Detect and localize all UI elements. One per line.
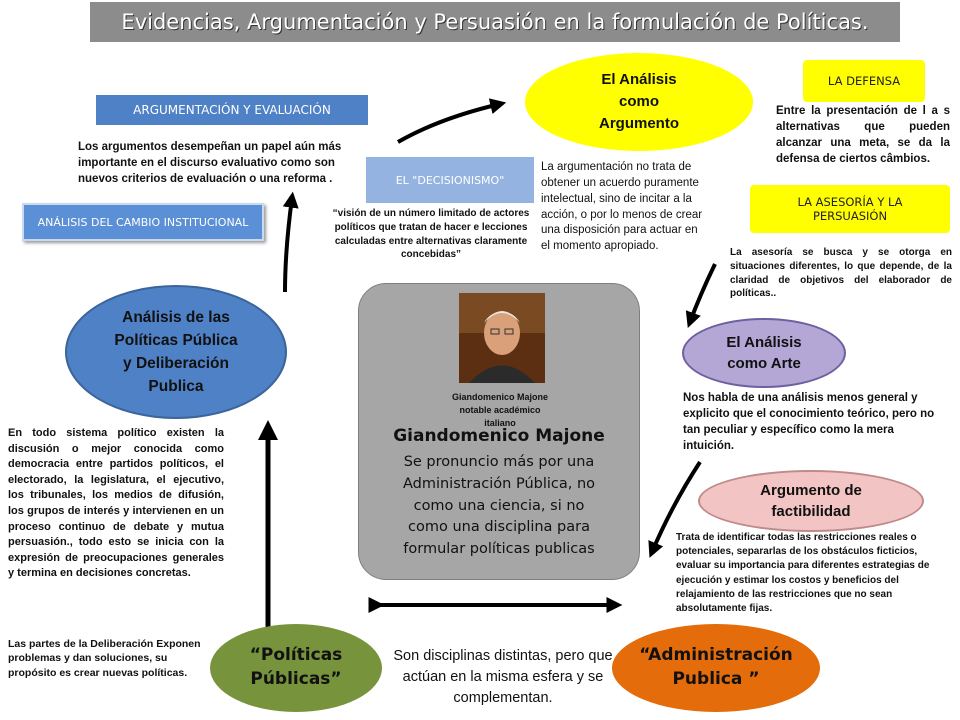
majone-caption-line: notable académico	[459, 405, 541, 416]
argumentacion-text: Los argumentos desempeñan un papel aún m…	[78, 141, 342, 185]
majone-photo	[459, 293, 545, 383]
analisis-politicas-line: Publica	[148, 378, 204, 396]
argumento-text: La argumentación no trata de obtener un …	[541, 161, 703, 253]
majone-caption: Giandomenico Majone notable académico it…	[420, 391, 580, 430]
cambio-institucional-label: ANÁLISIS DEL CAMBIO INSTITUCIONAL	[22, 203, 264, 241]
arrow-to-factibilidad-column	[648, 460, 702, 558]
decisionismo-label: EL "DECISIONISMO"	[366, 157, 534, 203]
arte-line: como Arte	[727, 355, 801, 372]
page-title: Evidencias, Argumentación y Persuasión e…	[90, 2, 900, 42]
arrow-to-argumentacion	[282, 191, 299, 293]
argumento-ellipse: El Análisis como Argumento	[525, 53, 753, 151]
factibilidad-text: Trata de identificar todas las restricci…	[676, 532, 930, 614]
politicas-line: Públicas”	[250, 669, 342, 689]
argumento-line: como	[618, 93, 659, 111]
defensa-label: LA DEFENSA	[803, 60, 925, 102]
asesoria-label: LA ASESORÍA Y LA PERSUASIÓN	[750, 185, 950, 233]
administracion-line: Publica ”	[672, 669, 760, 689]
arte-ellipse: El Análisis como Arte	[682, 318, 846, 388]
deliberacion-text: En todo sistema político existen la disc…	[8, 427, 224, 580]
arrow-to-arte	[685, 263, 717, 329]
majone-caption-line: italiano	[484, 418, 516, 429]
factibilidad-line: factibilidad	[771, 503, 851, 520]
majone-name: Giandomenico Majone	[393, 426, 605, 446]
decisionismo-text: “visión de un número limitado de actores…	[332, 208, 530, 261]
partes-text: Las partes de la Deliberación Exponen pr…	[8, 638, 201, 679]
arrow-to-argumento	[397, 98, 507, 144]
asesoria-text: La asesoría se busca y se otorga en situ…	[730, 247, 952, 300]
administracion-ellipse: “Administración Publica ”	[612, 624, 820, 712]
disciplinas-text: Son disciplinas distintas, pero que actú…	[393, 648, 613, 707]
politicas-line: “Políticas	[249, 645, 343, 666]
majone-caption-line: Giandomenico Majone	[451, 392, 548, 402]
argumentacion-label: ARGUMENTACIÓN Y EVALUACIÓN	[96, 95, 368, 125]
administracion-line: “Administración	[639, 645, 793, 666]
defensa-text: Entre la presentación de l a s alternati…	[776, 105, 950, 165]
analisis-politicas-ellipse: Análisis de las Políticas Pública y Deli…	[65, 285, 287, 419]
arte-line: El Análisis	[726, 334, 802, 351]
analisis-politicas-line: y Deliberación	[123, 355, 229, 372]
analisis-politicas-line: Análisis de las	[122, 308, 230, 326]
arte-text: Nos habla de una análisis menos general …	[683, 392, 935, 453]
argumento-line: El Análisis	[601, 71, 677, 89]
majone-body: Se pronuncio más por una Administración …	[402, 454, 596, 557]
analisis-politicas-line: Políticas Pública	[114, 331, 238, 349]
argumento-line: Argumento	[599, 114, 679, 132]
politicas-ellipse: “Políticas Públicas”	[210, 624, 382, 712]
factibilidad-ellipse: Argumento de factibilidad	[698, 470, 924, 532]
factibilidad-line: Argumento de	[760, 482, 862, 499]
